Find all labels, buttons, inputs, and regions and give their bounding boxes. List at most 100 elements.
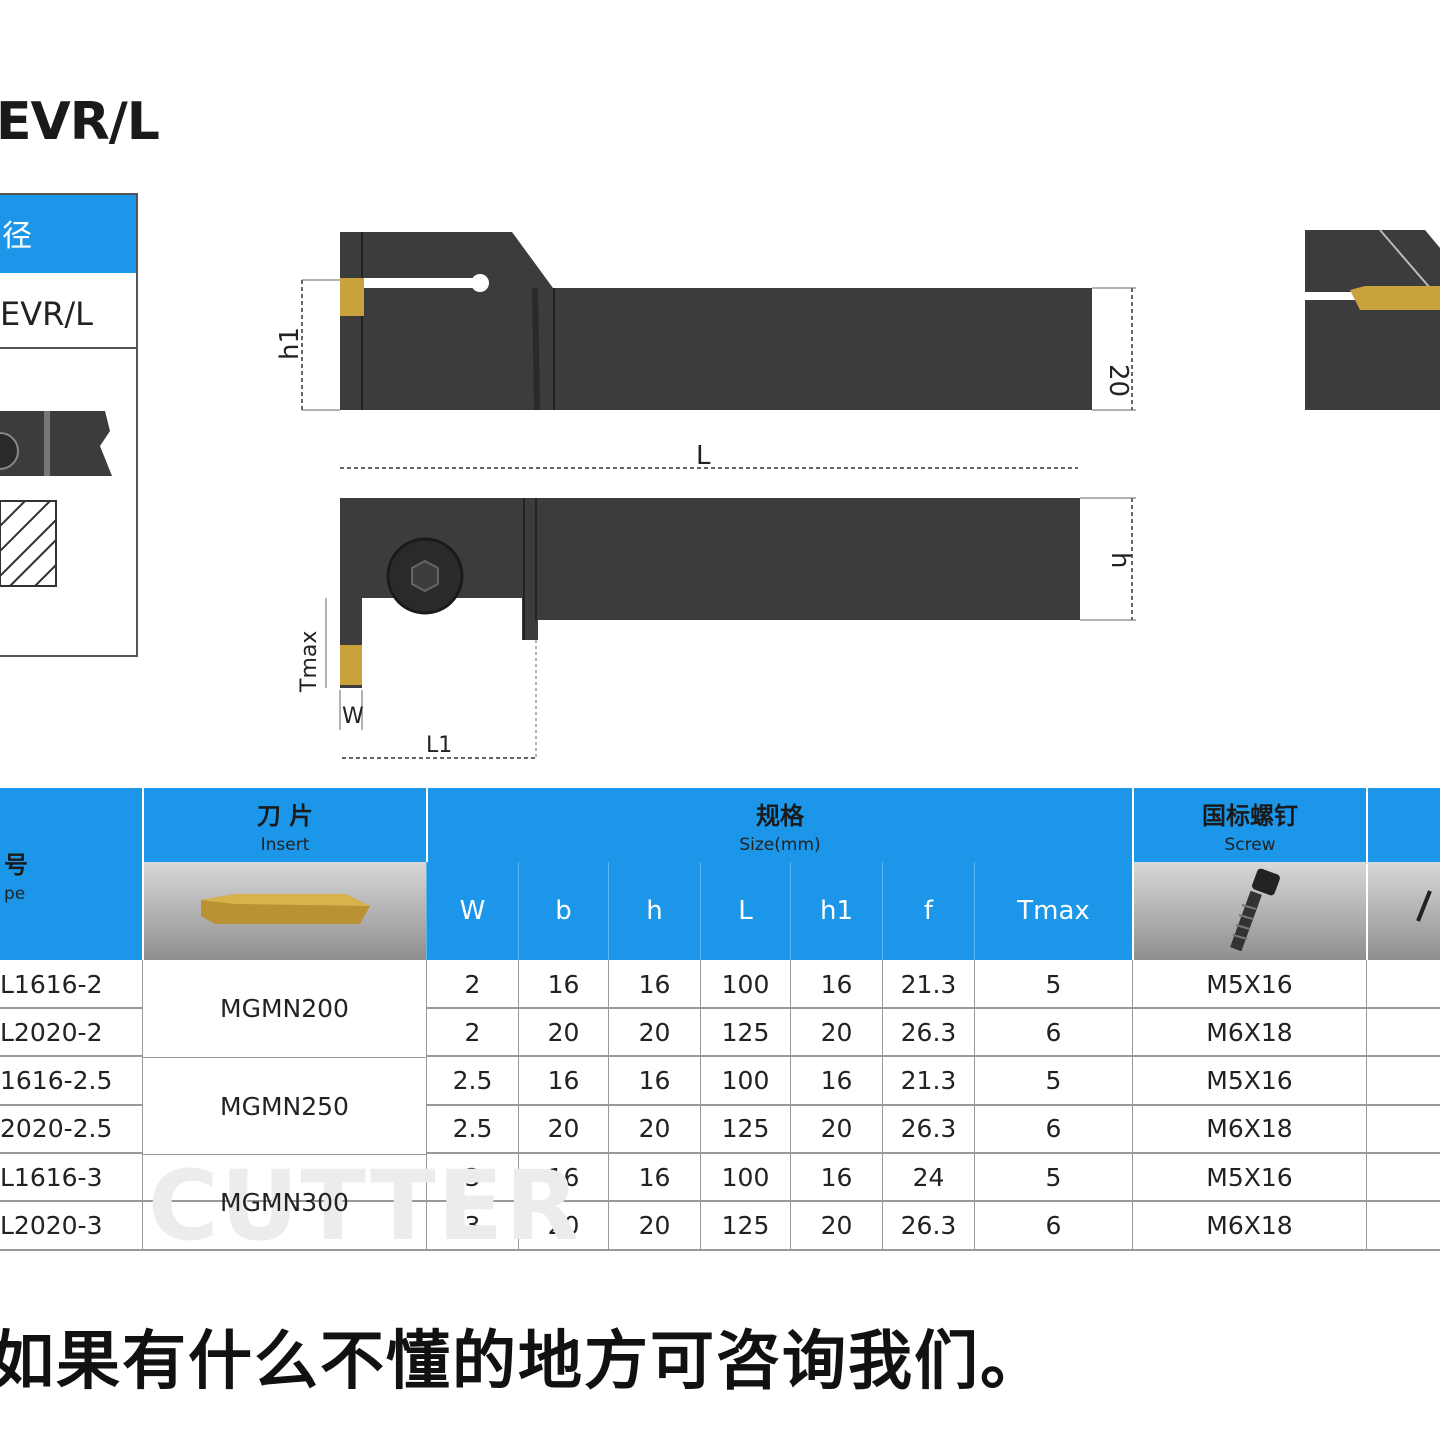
screw-icon xyxy=(1230,868,1280,952)
dim-20-label: 20 xyxy=(1103,364,1133,397)
cell-W: 2.5 xyxy=(426,1056,518,1105)
cell-f: 24 xyxy=(882,1153,974,1202)
insert-top xyxy=(340,278,364,316)
cell-screw: M6X18 xyxy=(1132,1008,1366,1057)
cell-h1: 20 xyxy=(790,1008,882,1057)
cell-extra xyxy=(1366,1201,1440,1250)
insert-cell-1: MGMN200 xyxy=(142,960,426,1057)
cell-extra xyxy=(1366,1104,1440,1153)
cell-Tmax: 5 xyxy=(974,960,1132,1008)
cell-h1: 16 xyxy=(790,960,882,1008)
cell-Tmax: 5 xyxy=(974,1056,1132,1105)
cell-f: 26.3 xyxy=(882,1104,974,1153)
insert-cell-2: MGMN250 xyxy=(142,1057,426,1154)
cell-Tmax: 6 xyxy=(974,1104,1132,1153)
model-header: 号 pe xyxy=(0,788,142,960)
tool-drawing: h1 20 L h Tmax W L1 xyxy=(275,232,1136,760)
cell-b: 16 xyxy=(518,1153,608,1202)
bottom-note: 如果有什么不懂的地方可咨询我们。 xyxy=(0,1325,1046,1399)
cell-extra xyxy=(1366,1153,1440,1202)
cell-model: 1616-2.5 xyxy=(0,1066,113,1096)
page-title: EVR/L xyxy=(0,92,160,152)
cell-extra xyxy=(1366,1056,1440,1105)
L-label: L xyxy=(696,441,711,471)
cell-h1: 16 xyxy=(790,1153,882,1202)
cell-h: 16 xyxy=(608,1153,700,1202)
wrench-icon xyxy=(1416,890,1432,922)
cell-W: 2.5 xyxy=(426,1104,518,1153)
screw-image-cell xyxy=(1132,862,1366,960)
cell-W: 3 xyxy=(426,1153,518,1202)
extra-header xyxy=(1366,788,1440,862)
cell-screw: M5X16 xyxy=(1132,1153,1366,1202)
left-panel-code: EVR/L xyxy=(0,273,136,349)
cell-b: 20 xyxy=(518,1104,608,1153)
size-header: 规格 Size(mm) xyxy=(426,788,1132,862)
cell-model: L2020-2 xyxy=(0,1017,103,1047)
insert-side xyxy=(340,645,362,685)
cell-L: 100 xyxy=(700,1153,790,1202)
cell-f: 26.3 xyxy=(882,1008,974,1057)
cell-Tmax: 6 xyxy=(974,1201,1132,1250)
col-Tmax: Tmax xyxy=(974,862,1132,960)
cell-L: 100 xyxy=(700,960,790,1008)
wrench-image-cell xyxy=(1366,862,1440,960)
cell-model: L1616-2 xyxy=(0,969,103,999)
cell-L: 100 xyxy=(700,1056,790,1105)
col-h: h xyxy=(608,862,700,960)
cell-h1: 20 xyxy=(790,1201,882,1250)
col-b: b xyxy=(518,862,608,960)
cell-extra xyxy=(1366,1008,1440,1057)
row-separator xyxy=(0,1007,1440,1009)
cell-b: 16 xyxy=(518,960,608,1008)
left-info-panel: 径 EVR/L xyxy=(0,193,138,657)
row-separator xyxy=(0,1103,1440,1106)
cell-L: 125 xyxy=(700,1201,790,1250)
cell-model: L1616-3 xyxy=(0,1162,103,1192)
cell-h1: 20 xyxy=(790,1104,882,1153)
cell-f: 26.3 xyxy=(882,1201,974,1250)
cell-h: 20 xyxy=(608,1201,700,1250)
col-f: f xyxy=(882,862,974,960)
col-L: L xyxy=(700,862,790,960)
W-label: W xyxy=(342,704,364,729)
cell-h: 20 xyxy=(608,1008,700,1057)
cell-extra xyxy=(1366,960,1440,1008)
cell-Tmax: 5 xyxy=(974,1153,1132,1202)
cell-h1: 16 xyxy=(790,1056,882,1105)
L1-label: L1 xyxy=(426,733,452,758)
col-h1: h1 xyxy=(790,862,882,960)
tmax-label: Tmax xyxy=(297,631,322,693)
watermark: CUTTER xyxy=(148,1150,582,1262)
top-tool-body xyxy=(340,232,1092,410)
insert-cell-3: MGMN300 xyxy=(142,1154,426,1250)
cell-model: 2020-2.5 xyxy=(0,1114,113,1144)
cell-W: 3 xyxy=(426,1201,518,1250)
row-separator xyxy=(0,1151,1440,1154)
cell-screw: M6X18 xyxy=(1132,1201,1366,1250)
slot xyxy=(362,278,480,288)
insert-image-cell xyxy=(142,862,426,960)
cell-f: 21.3 xyxy=(882,1056,974,1105)
cell-L: 125 xyxy=(700,1008,790,1057)
cell-W: 2 xyxy=(426,1008,518,1057)
left-panel-header: 径 xyxy=(0,195,136,273)
cell-screw: M5X16 xyxy=(1132,960,1366,1008)
col-W: W xyxy=(426,862,518,960)
left-panel-sketch xyxy=(0,411,112,587)
cell-L: 125 xyxy=(700,1104,790,1153)
cell-Tmax: 6 xyxy=(974,1008,1132,1057)
cell-b: 20 xyxy=(518,1201,608,1250)
h-label: h xyxy=(1105,552,1135,568)
cell-model: L2020-3 xyxy=(0,1211,103,1240)
cell-b: 20 xyxy=(518,1008,608,1057)
cell-screw: M6X18 xyxy=(1132,1104,1366,1153)
cell-screw: M5X16 xyxy=(1132,1056,1366,1105)
cell-h: 16 xyxy=(608,1056,700,1105)
cell-h: 20 xyxy=(608,1104,700,1153)
cell-b: 16 xyxy=(518,1056,608,1105)
row-separator xyxy=(0,1248,1440,1251)
row-separator xyxy=(0,1055,1440,1058)
cell-W: 2 xyxy=(426,960,518,1008)
